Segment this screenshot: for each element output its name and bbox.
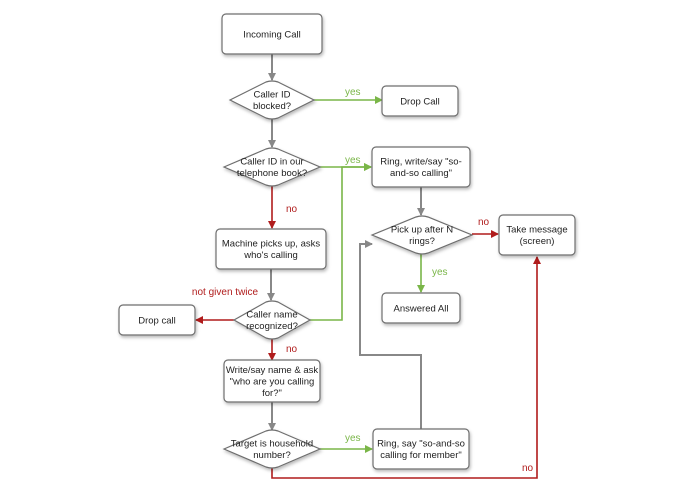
ring-write-say-box-shape [371, 146, 471, 188]
write-say-name-label-line-2: for?" [262, 388, 282, 399]
take-message-box-shape [498, 214, 576, 256]
take-message-label-line-1: (screen) [520, 236, 555, 247]
drop-call-1-label-line-0: Drop Call [400, 96, 440, 107]
write-say-name-label-line-0: Write/say name & ask [226, 365, 318, 376]
node-drop-call-2: Drop call [118, 304, 196, 336]
edge-label-book-no-machine: no [286, 204, 298, 215]
node-take-message: Take message(screen) [498, 214, 576, 256]
machine-picks-up-box-shape [215, 228, 327, 270]
write-say-name-label-line-1: "who are you calling [230, 376, 315, 387]
machine-picks-up-label-line-0: Machine picks up, asks [222, 239, 320, 250]
edge-label-pickup-yes-answered: yes [432, 267, 448, 278]
answered-all-box-shape [381, 292, 461, 324]
write-say-name-box-shape [223, 359, 321, 403]
edge-label-pickup-no-message: no [478, 217, 490, 228]
machine-picks-up-label-line-1: who's calling [243, 250, 298, 261]
edge-label-book-yes-ring: yes [345, 155, 361, 166]
take-message-label-line-0: Take message [506, 225, 567, 236]
node-answered-all: Answered All [381, 292, 461, 324]
labels-layer: yes yes no no yes not given twice no yes no [192, 87, 534, 474]
drop-call-2-box-shape [118, 304, 196, 336]
caller-id-in-book-label-line-1: telephone book? [237, 168, 307, 179]
caller-id-blocked-label-line-1: blocked? [253, 101, 291, 112]
ring-write-say-label-line-1: and-so calling" [390, 168, 452, 179]
incoming-call-box-shape [221, 13, 323, 55]
node-write-say-name: Write/say name & ask"who are you calling… [223, 359, 321, 403]
drop-call-2-label-line-0: Drop call [138, 315, 176, 326]
incoming-call-label-line-0: Incoming Call [243, 29, 301, 40]
caller-id-in-book-diamond-shape [222, 147, 322, 187]
target-household-diamond-shape [222, 429, 322, 469]
caller-id-blocked-label-line-0: Caller ID [254, 90, 291, 101]
node-drop-call-1: Drop Call [381, 85, 459, 117]
caller-name-recognized-label-line-1: recognized? [246, 321, 298, 332]
node-ring-write-say: Ring, write/say "so-and-so calling" [371, 146, 471, 188]
edge-label-blocked-yes-drop: yes [345, 87, 361, 98]
ring-say-member-label-line-0: Ring, say "so-and-so [377, 439, 465, 450]
caller-id-in-book-label-line-0: Caller ID in our [240, 157, 303, 168]
drop-call-1-box-shape [381, 85, 459, 117]
ring-write-say-label-line-0: Ring, write/say "so- [380, 157, 462, 168]
ring-say-member-box-shape [372, 428, 470, 470]
caller-name-recognized-diamond-shape [232, 300, 312, 340]
pick-up-after-n-diamond-shape [370, 215, 474, 255]
edge-label-target-no-message: no [522, 463, 534, 474]
edge-label-target-yes-member: yes [345, 433, 361, 444]
caller-id-blocked-diamond-shape [228, 80, 316, 120]
pick-up-after-n-label-line-0: Pick up after N [391, 225, 453, 236]
target-household-label-line-0: Target is household [231, 439, 313, 450]
target-household-label-line-1: number? [253, 450, 291, 461]
edges-layer [195, 54, 541, 479]
edge-member-loop-pickup [359, 240, 422, 429]
edge-recognized-yes-ring [310, 163, 372, 321]
caller-name-recognized-label-line-0: Caller name [246, 310, 297, 321]
node-incoming-call: Incoming Call [221, 13, 323, 55]
answered-all-label-line-0: Answered All [394, 303, 449, 314]
edge-label-recognized-twice-drop: not given twice [192, 287, 259, 298]
edge-target-no-message [271, 256, 541, 479]
ring-say-member-label-line-1: calling for member" [380, 450, 462, 461]
pick-up-after-n-label-line-1: rings? [409, 236, 435, 247]
edge-label-recognized-no-write: no [286, 344, 298, 355]
